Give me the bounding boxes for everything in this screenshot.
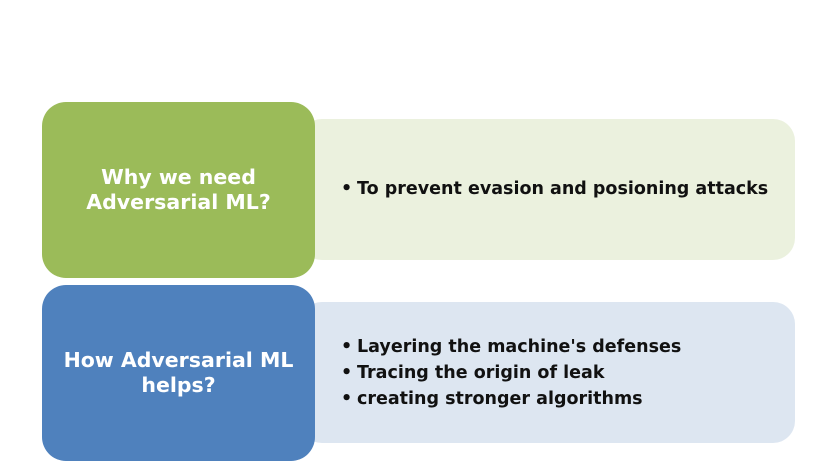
row-1-label: Why we need Adversarial ML? bbox=[86, 165, 271, 214]
bullet-icon: • bbox=[341, 337, 353, 357]
bullet-icon: • bbox=[341, 389, 353, 409]
row-2-detail-panel bbox=[300, 302, 795, 443]
bullet-text: creating stronger algorithms bbox=[357, 389, 643, 409]
row-1-detail-panel bbox=[300, 119, 795, 260]
bullet-icon: • bbox=[341, 363, 353, 383]
list-item: • To prevent evasion and posioning attac… bbox=[341, 176, 768, 202]
row-1-bullet-list: • To prevent evasion and posioning attac… bbox=[341, 176, 768, 202]
row-2-bullet-list: • Layering the machine's defenses • Trac… bbox=[341, 334, 681, 412]
row-2-label: How Adversarial ML helps? bbox=[63, 348, 294, 397]
bullet-text: Tracing the origin of leak bbox=[357, 363, 605, 383]
bullet-text: To prevent evasion and posioning attacks bbox=[357, 179, 769, 199]
bullet-text: Layering the machine's defenses bbox=[357, 337, 682, 357]
list-item: • Layering the machine's defenses bbox=[341, 334, 681, 360]
list-item: • Tracing the origin of leak bbox=[341, 360, 681, 386]
list-item: • creating stronger algorithms bbox=[341, 386, 681, 412]
row-1-label-box: Why we need Adversarial ML? bbox=[42, 102, 315, 278]
row-2-label-box: How Adversarial ML helps? bbox=[42, 285, 315, 461]
bullet-icon: • bbox=[341, 179, 353, 199]
